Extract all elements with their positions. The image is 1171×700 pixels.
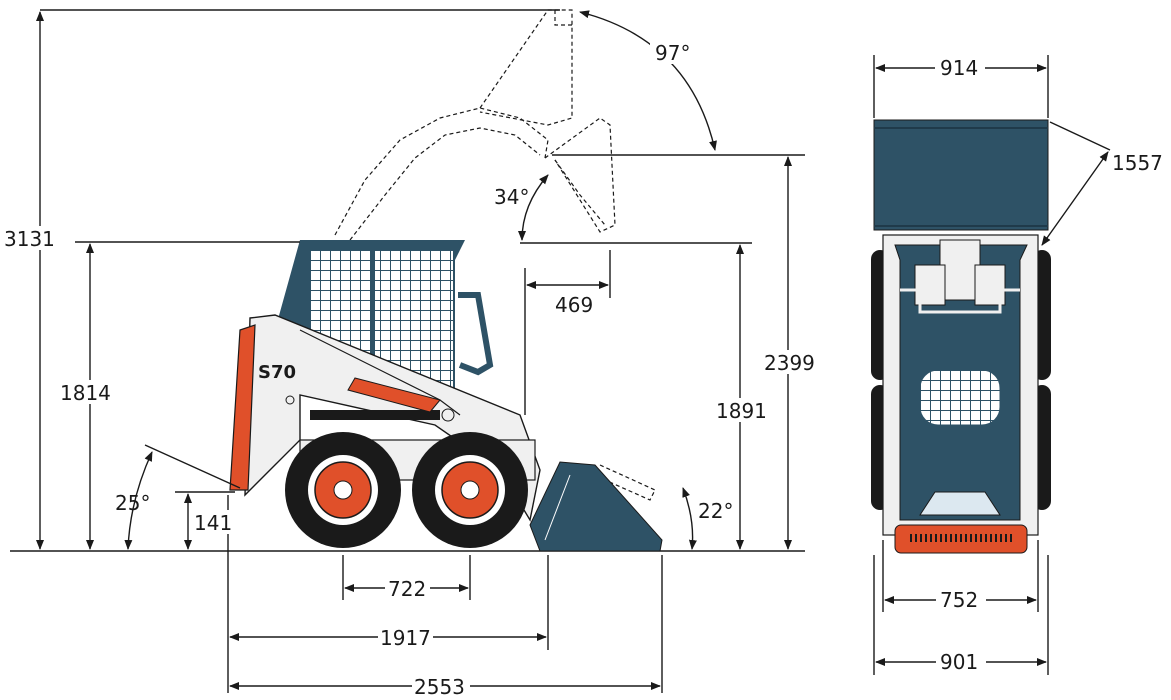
front-view-machine — [871, 119, 1051, 554]
dim-bucket-width: 914 — [940, 56, 978, 80]
engine-grille — [919, 369, 1001, 426]
dim-track-width: 752 — [940, 588, 978, 612]
front-wheel — [412, 432, 528, 548]
dim-length-with-bucket: 2553 — [414, 675, 465, 699]
front-dimension-lines — [873, 55, 1111, 675]
model-badge: S70 — [258, 362, 296, 383]
dim-rollback-angle: 22° — [698, 499, 733, 523]
dim-dump-height: 1891 — [716, 399, 767, 423]
dim-dump-angle: 34° — [494, 185, 529, 209]
rear-wheel — [285, 432, 401, 548]
front-bucket — [873, 119, 1049, 231]
dim-length-without-bucket: 1917 — [380, 626, 431, 650]
dim-overall-height-raised: 3131 — [4, 227, 55, 251]
dim-hinge-pin-height: 2399 — [764, 351, 815, 375]
rear-tail-light — [229, 324, 256, 491]
dim-departure-angle: 25° — [115, 491, 150, 515]
dim-wheelbase: 722 — [388, 577, 426, 601]
front-dimension-labels: 914 1557 752 901 — [935, 56, 1163, 674]
dim-overall-width: 901 — [940, 650, 978, 674]
dim-raised-rollback-angle: 97° — [655, 41, 690, 65]
bucket — [529, 461, 663, 552]
side-dimension-labels: 3131 1814 141 25° 722 1917 2553 469 1891… — [2, 40, 816, 699]
side-view-machine: S70 — [229, 240, 663, 552]
dim-cab-height: 1814 — [60, 381, 111, 405]
dim-ground-clearance: 141 — [194, 511, 232, 535]
dim-turning-diameter: 1557 — [1112, 151, 1163, 175]
dim-dump-reach: 469 — [555, 293, 593, 317]
